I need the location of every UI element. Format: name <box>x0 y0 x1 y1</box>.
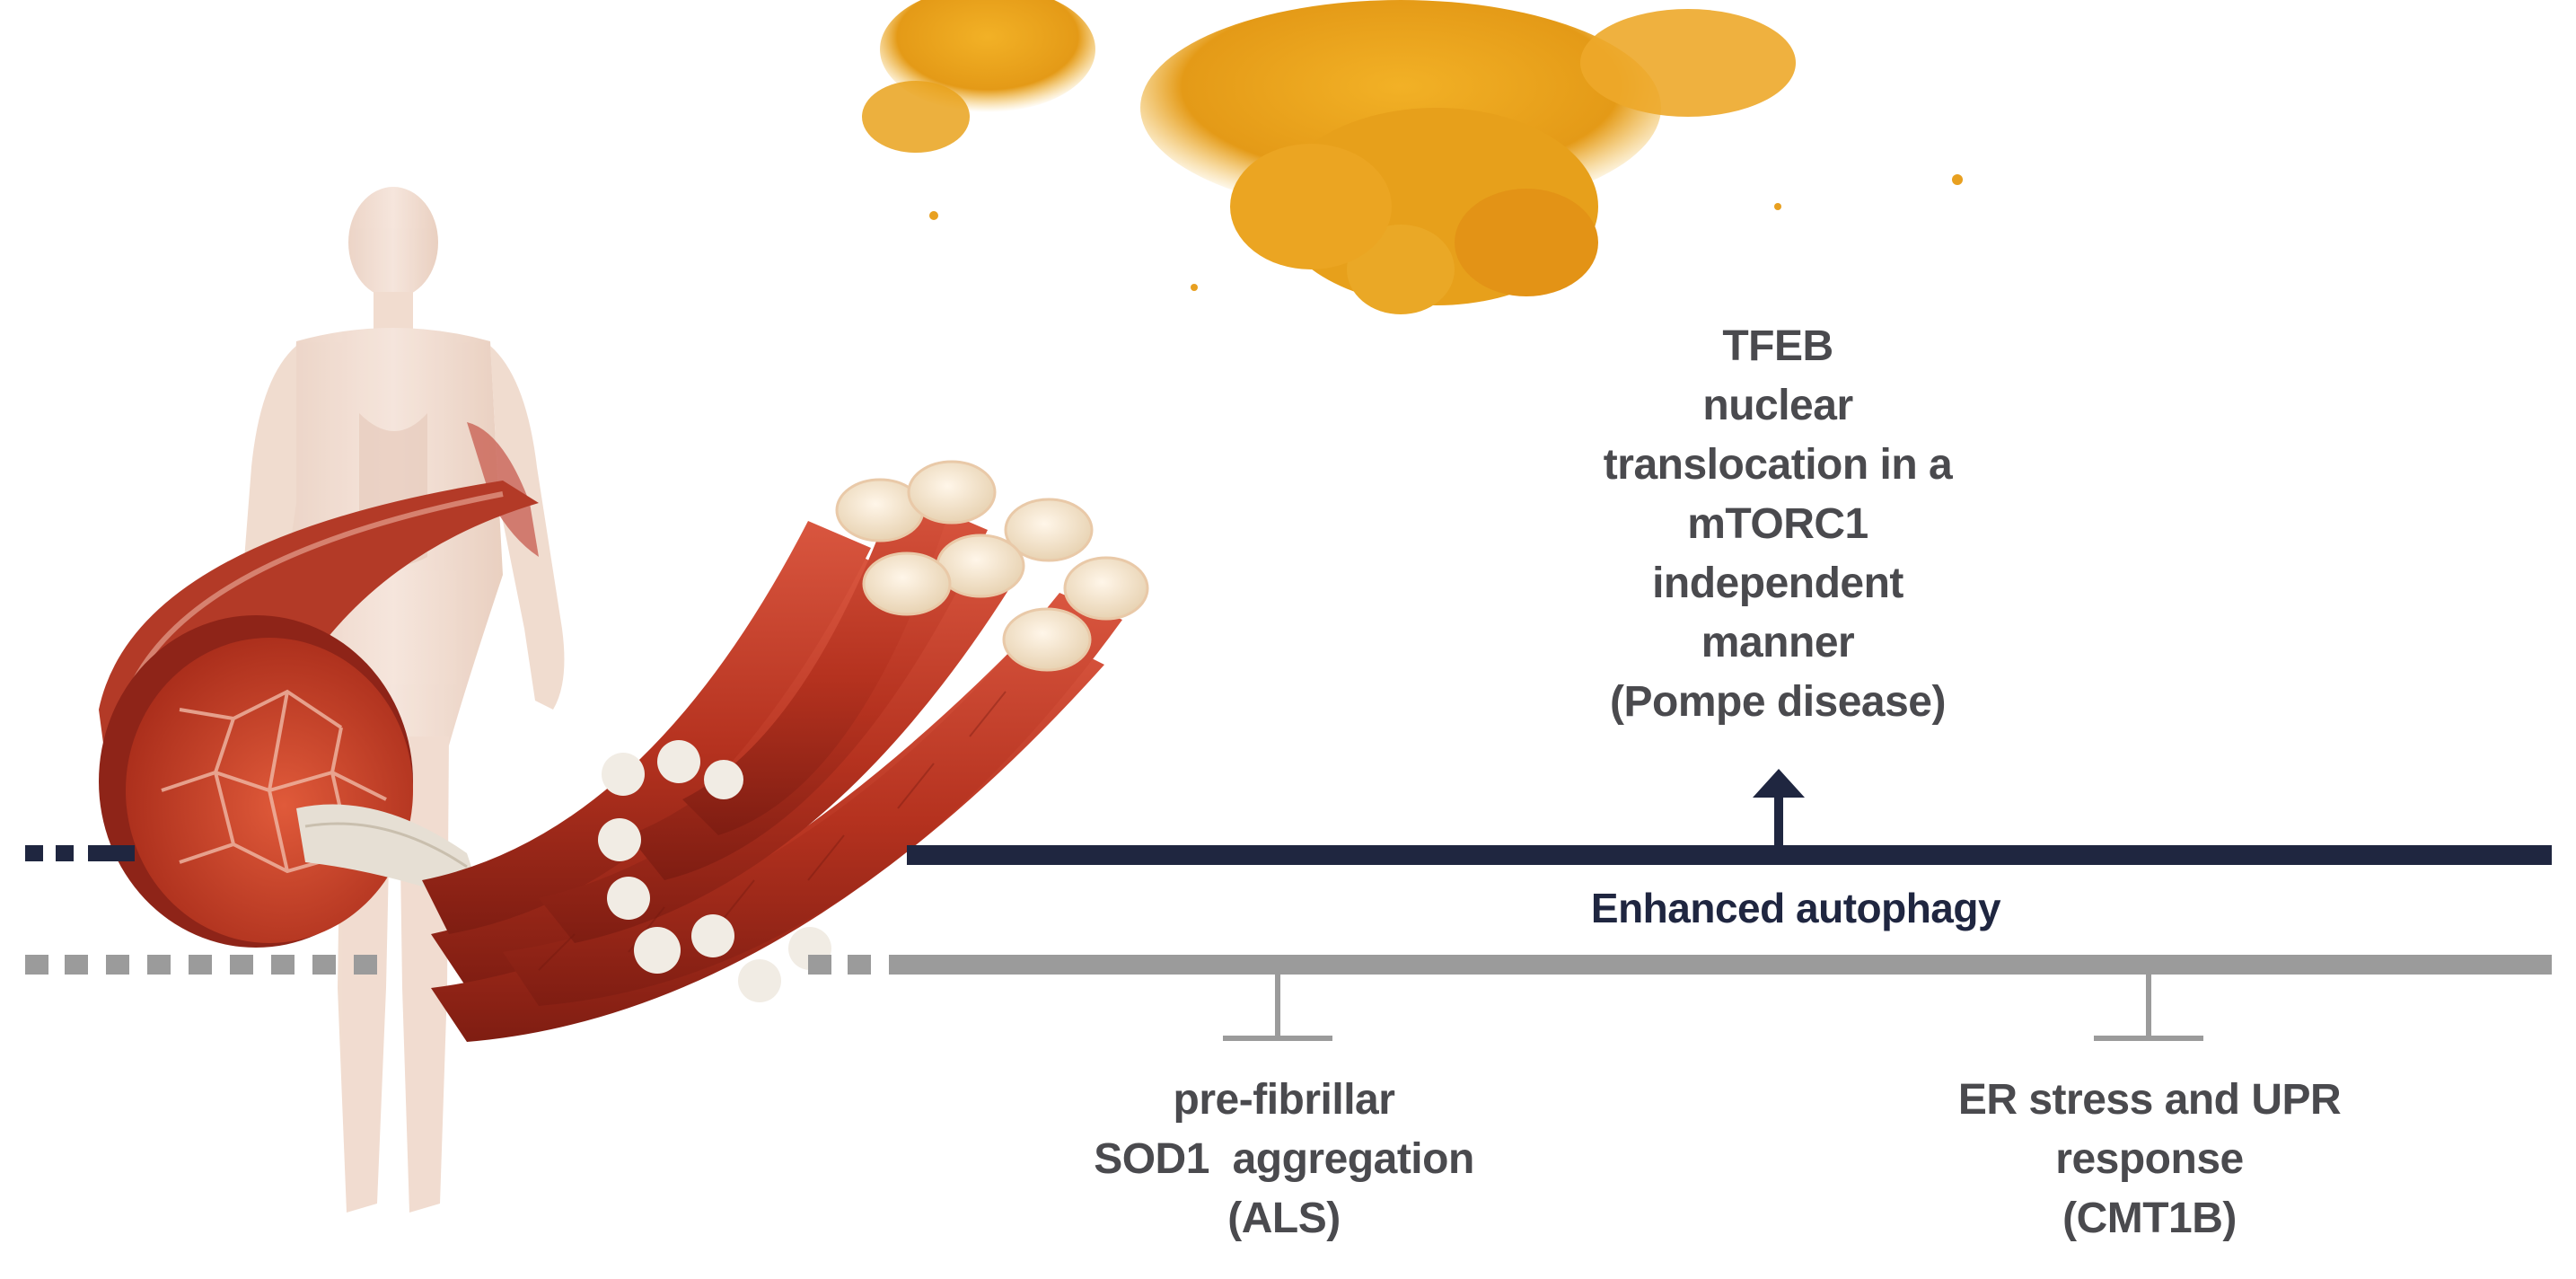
lower-dash <box>312 955 336 975</box>
tfeb-label-line: TFEB <box>1722 322 1833 370</box>
upper-solid-line <box>907 845 2552 865</box>
tfeb-label-line: (Pompe disease) <box>1610 678 1946 726</box>
er-label-line: ER stress and UPR <box>1957 1076 2342 1124</box>
sod1-aggregation-label: pre-fibrillar SOD1 aggregation (ALS) <box>1015 1071 1553 1248</box>
lower-solid-line <box>889 955 2552 975</box>
tfeb-label-line: nuclear <box>1702 382 1853 429</box>
tfeb-activation-label: TFEB nuclear translocation in a mTORC1 i… <box>1526 317 2029 732</box>
tfeb-label-line: translocation in a <box>1603 441 1953 489</box>
lower-dash <box>848 955 871 975</box>
lower-pathway-line <box>25 955 2552 975</box>
upper-pathway-line <box>25 845 2552 865</box>
enhanced-autophagy-label: Enhanced autophagy <box>1590 885 2001 931</box>
tfeb-label-line: independent <box>1652 560 1903 607</box>
sod1-label-line: pre-fibrillar <box>1173 1076 1395 1124</box>
tfeb-label-line: mTORC1 <box>1687 500 1868 548</box>
inhibition-marker-cmt1b <box>2094 975 2203 1041</box>
lower-dash <box>808 955 831 975</box>
lower-dash <box>189 955 212 975</box>
muscle-fiber-bundle-illustration <box>99 460 1149 1042</box>
upper-dash <box>25 845 43 861</box>
activation-arrow <box>1753 769 1805 849</box>
er-label-line: (CMT1B) <box>2062 1195 2237 1242</box>
lower-dash <box>147 955 171 975</box>
lower-dash <box>25 955 48 975</box>
lower-dash <box>230 955 253 975</box>
sod1-label-line: (ALS) <box>1227 1195 1341 1242</box>
lower-dash <box>65 955 88 975</box>
sod1-label-line: SOD1 aggregation <box>1094 1135 1474 1183</box>
lower-dash <box>106 955 129 975</box>
inhibition-marker-als <box>1223 975 1332 1041</box>
upper-dash <box>56 845 74 861</box>
er-label-line: response <box>2055 1135 2244 1183</box>
turmeric-powder-illustration <box>862 0 1963 314</box>
lower-dash <box>354 955 377 975</box>
tfeb-label-line: manner <box>1701 619 1855 666</box>
lower-dash <box>271 955 295 975</box>
upper-dash <box>88 845 135 861</box>
er-stress-label: ER stress and UPR response (CMT1B) <box>1880 1071 2419 1248</box>
